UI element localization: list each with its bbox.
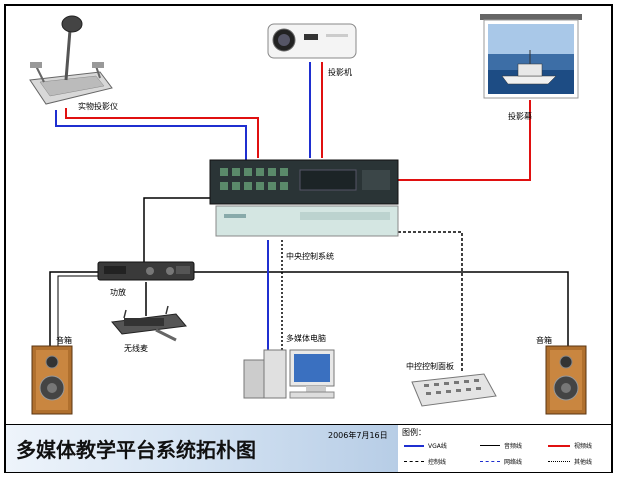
diagram-date: 2006年7月16日 [328,431,388,440]
speaker-left-label: 音箱 [56,336,72,345]
legend-swatch-audio [480,445,500,446]
power-amp-device [97,261,195,281]
line-amp-left-speaker [49,271,100,346]
speaker-left-device [31,345,73,415]
power-amp-label: 功放 [110,288,126,297]
diagram-title: 多媒体教学平台系统拓朴图 [16,438,256,462]
computer-device [243,349,335,399]
screen-device [480,14,582,99]
connections [49,62,569,372]
legend-swatch-vga [404,445,424,447]
wireless-mic-device [111,305,187,342]
legend-title: 图例： [402,428,426,437]
visualizer-device [29,15,113,105]
line-central-amp [143,197,210,262]
central-control-device [209,159,399,237]
line-screen-red [398,100,531,181]
speaker-right-label: 音箱 [536,336,552,345]
legend-swatch-control [404,461,424,462]
projector-device [267,23,357,59]
screen-label: 投影幕 [508,112,532,121]
legend-swatch-network [480,461,500,462]
control-panel-label: 中控控制面板 [406,362,454,371]
line-amp-left-speaker-2 [57,275,100,346]
legend-label-control: 控制线 [428,459,447,466]
legend-label-network: 网络线 [504,459,523,466]
computer-label: 多媒体电脑 [286,334,326,343]
title-bar: 多媒体教学平台系统拓朴图 2006年7月16日 [6,424,399,472]
legend-label-audio: 音频线 [504,443,523,450]
projector-label: 投影机 [328,68,352,77]
legend: 图例： VGA线 音频线 控制线 视频线 网络线 其他线 [398,424,611,472]
legend-label-other: 其他线 [574,459,593,466]
wireless-mic-label: 无线麦 [124,344,148,353]
central-control-label: 中央控制系统 [286,252,334,261]
legend-swatch-video [548,445,570,447]
legend-label-vga: VGA线 [428,443,447,450]
control-panel-device [411,373,497,407]
line-visualizer-red [65,108,259,158]
line-central-panel [398,231,463,372]
legend-label-video: 视频线 [574,443,593,450]
visualizer-label: 实物投影仪 [78,102,118,111]
legend-swatch-other [548,461,570,462]
line-amp-right-speaker [192,271,569,346]
line-visualizer-blue [55,110,247,160]
speaker-right-device [545,345,587,415]
